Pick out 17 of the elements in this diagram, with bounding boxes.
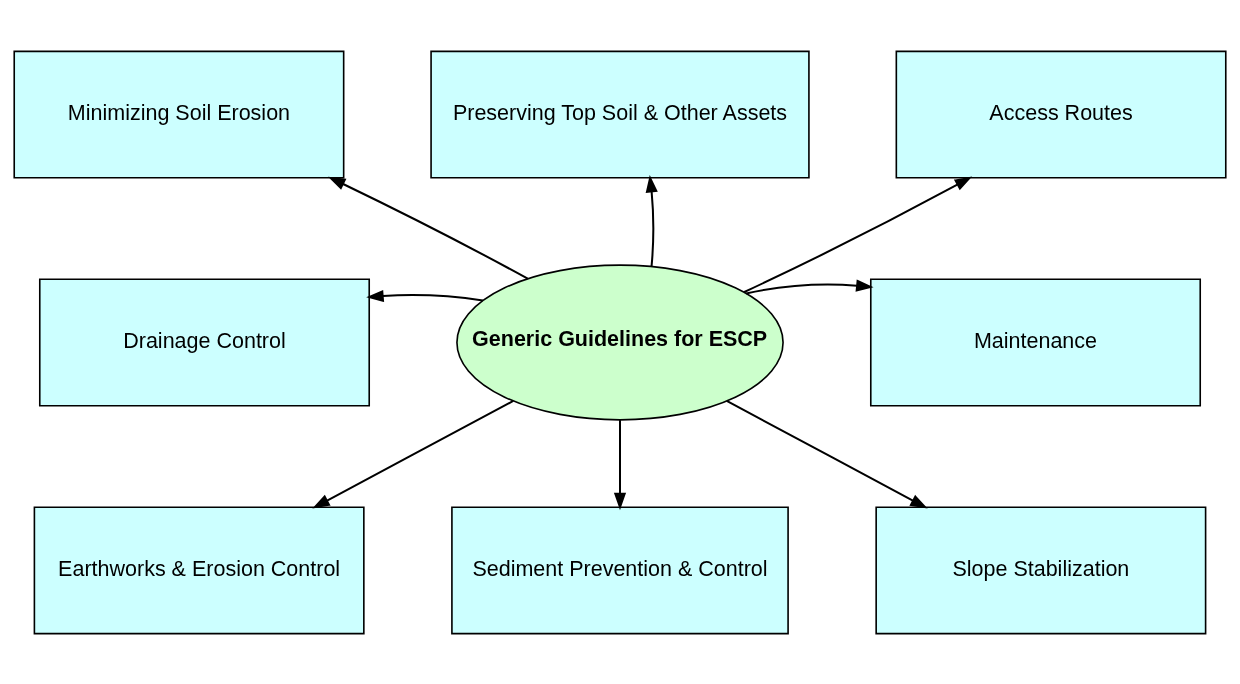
node-box: Sediment Prevention & Control bbox=[451, 505, 789, 634]
node-box: Maintenance bbox=[869, 278, 1202, 406]
node-box: Preserving Top Soil & Other Assets bbox=[430, 50, 810, 179]
node-box: Minimizing Soil Erosion bbox=[13, 50, 345, 179]
node-box: Drainage Control bbox=[38, 278, 371, 406]
arrow bbox=[743, 176, 973, 293]
node-ellipse: Generic Guidelines for ESCP bbox=[456, 263, 784, 421]
arrow bbox=[312, 399, 514, 508]
arrow bbox=[366, 289, 483, 302]
arrow bbox=[746, 278, 874, 294]
node-box: Slope Stabilization bbox=[875, 505, 1207, 634]
node-box: Access Routes bbox=[895, 50, 1227, 179]
arrow bbox=[726, 399, 928, 508]
node-box: Earthworks & Erosion Control bbox=[33, 505, 365, 634]
arrow bbox=[645, 174, 658, 266]
arrow bbox=[328, 176, 529, 279]
arrow bbox=[613, 419, 627, 510]
